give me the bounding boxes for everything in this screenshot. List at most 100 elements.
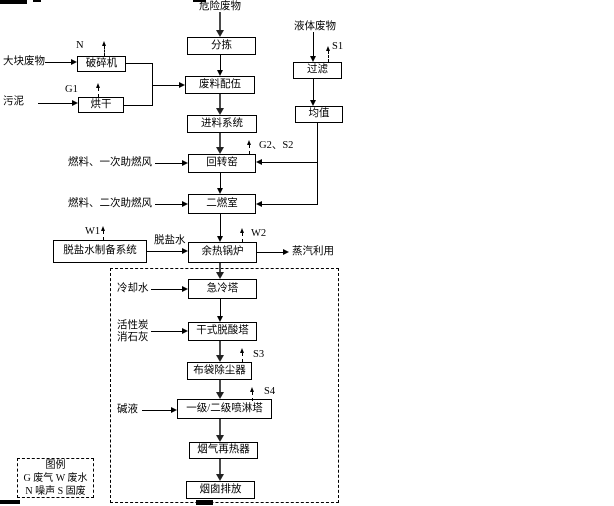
alkali-to-spray-line <box>142 410 171 411</box>
w2-label: W2 <box>251 228 267 239</box>
arrow-liquid-to-filter <box>313 32 314 57</box>
dryer-out-line <box>124 105 152 106</box>
connector-to-blending <box>152 85 179 86</box>
flue-gas-treatment-boundary <box>110 268 339 503</box>
arrow-spray-to-reheater <box>219 419 221 437</box>
liquid-feed-to-chamber <box>262 204 318 205</box>
arrowhead <box>182 160 188 166</box>
blending-box: 废料配伍 <box>185 76 255 94</box>
s4-label: S4 <box>264 386 276 397</box>
s3-label: S3 <box>253 349 265 360</box>
g2s2-label: G2、S2 <box>259 140 294 151</box>
arrowhead <box>96 83 100 88</box>
alkali-label: 碱液 <box>117 404 138 415</box>
activated-carbon-label: 活性炭 <box>117 320 149 331</box>
fuel1-to-kiln-line <box>155 163 182 164</box>
g1-label: G1 <box>65 84 78 95</box>
bulk-waste-label: 大块废物 <box>3 56 45 67</box>
sludge-label: 污泥 <box>3 96 24 107</box>
arrow-quench-to-deacid <box>220 299 221 317</box>
arrow-sorting-to-blending <box>220 55 221 71</box>
boiler-to-steam-line <box>257 252 283 253</box>
waste-heat-boiler-box: 余热锅炉 <box>188 242 257 263</box>
arrowhead <box>310 100 316 106</box>
arrow-chamber-to-boiler <box>220 214 221 237</box>
demin-water-system-box: 脱盐水制备系统 <box>53 240 147 263</box>
s4-arrow <box>252 392 253 401</box>
arrow-filter-to-equalization <box>313 79 314 101</box>
arrowhead <box>171 407 177 413</box>
arrowhead <box>283 249 289 255</box>
filter-box: 过滤 <box>293 62 342 79</box>
arrowhead <box>217 316 223 322</box>
fuel2-to-chamber-line <box>155 204 182 205</box>
legend-line2: N 噪声 S 固废 <box>25 486 86 497</box>
arrowhead <box>240 228 244 233</box>
liquid-waste-label: 液体废物 <box>294 21 336 32</box>
noise-arrow <box>104 46 105 56</box>
artifact-mark <box>33 0 41 2</box>
arrowhead <box>101 226 105 231</box>
demin-water-label: 脱盐水 <box>154 235 186 246</box>
arrow-source-to-sorting <box>219 12 221 32</box>
arrowhead <box>326 46 330 51</box>
arrowhead <box>216 392 224 399</box>
arrowhead <box>102 41 106 46</box>
arrowhead <box>71 59 77 65</box>
crusher-box: 破碎机 <box>77 56 126 72</box>
arrow-reheater-to-stack <box>219 459 221 476</box>
s1-arrow <box>328 51 329 62</box>
arrowhead <box>256 159 262 165</box>
fuel-secondary-air-label: 燃料、二次助燃风 <box>68 198 152 209</box>
arrowhead <box>256 201 262 207</box>
dryer-box: 烘干 <box>78 97 124 113</box>
quench-tower-box: 急冷塔 <box>188 279 257 299</box>
sludge-to-dryer-line <box>38 103 72 104</box>
noise-label: N <box>76 40 84 51</box>
arrow-bagfilter-to-spray <box>219 380 221 394</box>
w1-arrow <box>103 231 104 240</box>
stack-discharge-box: 烟囱排放 <box>186 481 255 499</box>
arrowhead <box>182 248 188 254</box>
g1-arrow <box>98 88 99 97</box>
feeding-box: 进料系统 <box>187 115 257 133</box>
arrowhead <box>216 30 224 37</box>
bag-filter-box: 布袋除尘器 <box>187 362 252 380</box>
g2s2-arrow <box>249 145 250 154</box>
arrow-kiln-to-chamber <box>220 173 221 189</box>
legend-title: 图例 <box>45 460 66 471</box>
dry-deacid-tower-box: 干式脱酸塔 <box>188 322 257 341</box>
carbon-lime-to-deacid-line <box>151 331 182 332</box>
arrow-blending-to-feeding <box>219 94 221 110</box>
arrowhead <box>182 201 188 207</box>
liquid-feed-to-kiln <box>262 162 318 163</box>
slaked-lime-label: 消石灰 <box>117 332 149 343</box>
arrow-boiler-to-quench <box>219 263 221 274</box>
spray-tower-box: 一级/二级喷淋塔 <box>177 399 272 419</box>
arrowhead <box>217 236 223 242</box>
arrowhead <box>216 147 224 154</box>
deminwater-to-boiler-line <box>147 251 182 252</box>
arrowhead <box>216 435 224 442</box>
artifact-mark <box>193 0 206 2</box>
bulk-to-crusher-line <box>45 62 71 63</box>
sorting-box: 分拣 <box>187 37 256 55</box>
arrowhead <box>216 355 224 362</box>
arrow-feeding-to-kiln <box>219 133 221 149</box>
arrowhead <box>179 82 185 88</box>
arrowhead <box>72 100 78 106</box>
arrowhead <box>217 70 223 76</box>
w1-label: W1 <box>85 226 101 237</box>
arrowhead <box>217 188 223 194</box>
crusher-out-line <box>126 63 152 64</box>
arrowhead <box>216 108 224 115</box>
s3-arrow <box>242 353 243 362</box>
artifact-mark <box>0 0 27 4</box>
arrowhead <box>216 474 224 481</box>
arrowhead <box>310 56 316 62</box>
fuel-primary-air-label: 燃料、一次助燃风 <box>68 157 152 168</box>
arrowhead <box>182 286 188 292</box>
flue-gas-reheater-box: 烟气再热器 <box>189 442 258 459</box>
cooling-water-label: 冷却水 <box>117 283 149 294</box>
